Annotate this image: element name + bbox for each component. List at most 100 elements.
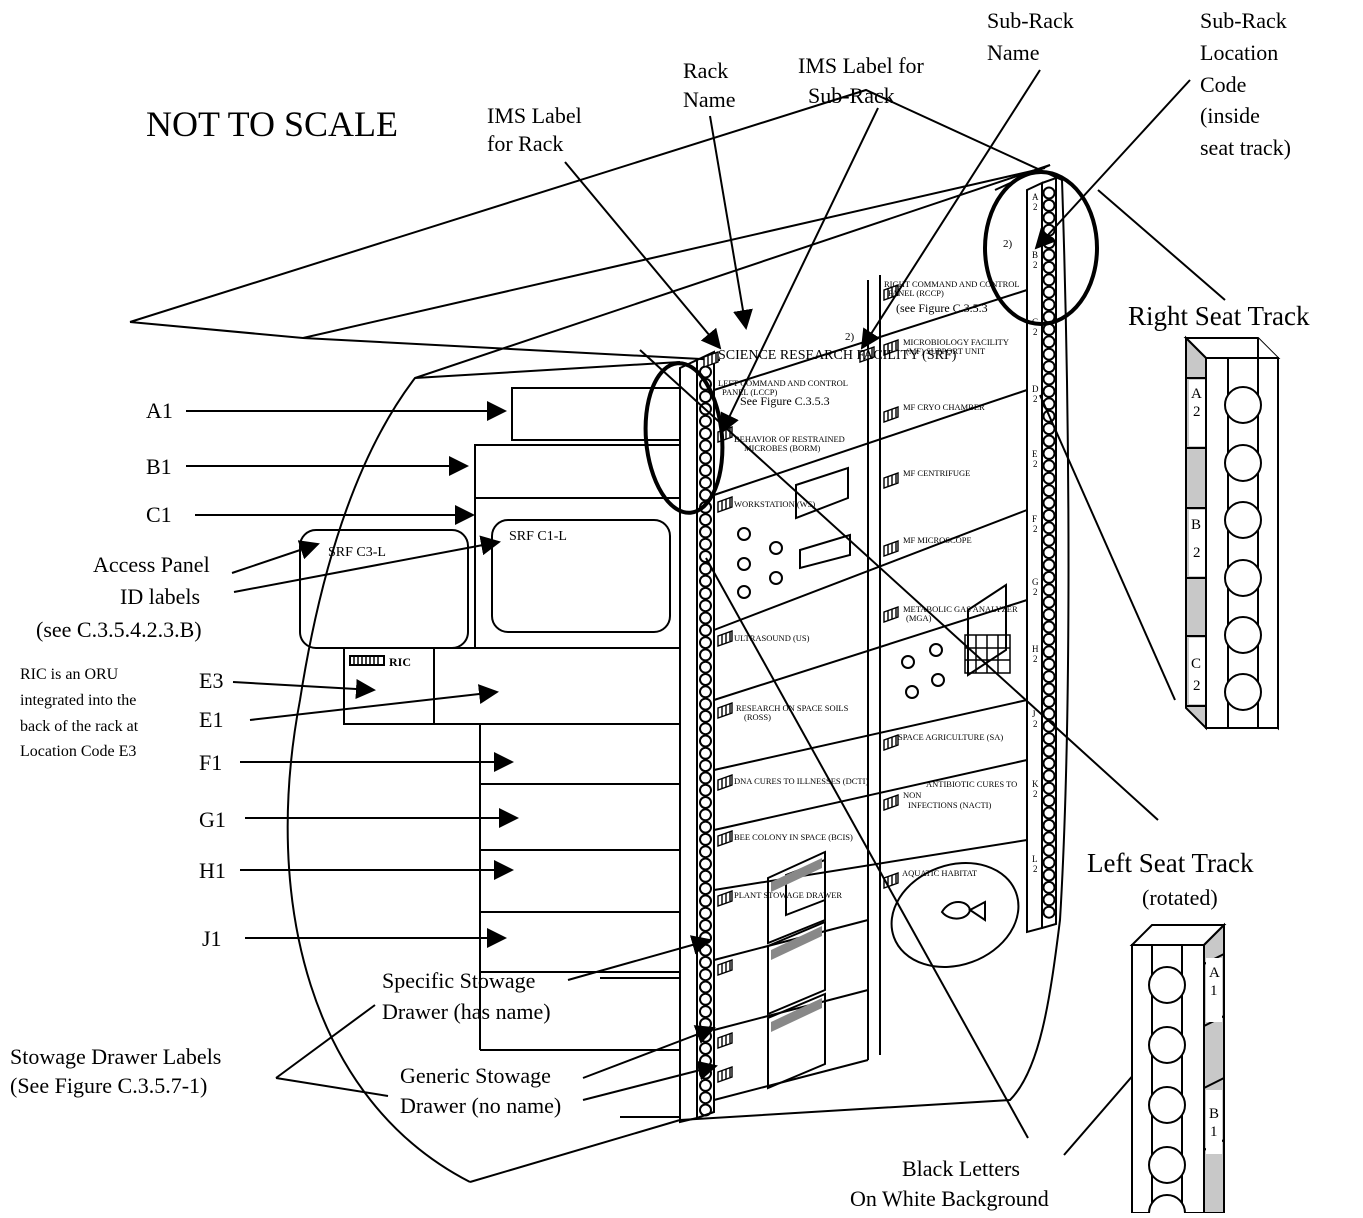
ims-tag bbox=[884, 473, 898, 488]
track-code-letter: A bbox=[1032, 192, 1039, 202]
nacti-line1: ANTIBIOTIC CURES TO bbox=[926, 779, 1017, 789]
track-hole bbox=[700, 1105, 711, 1116]
black-letters-line2: On White Background bbox=[850, 1186, 1049, 1211]
track-hole bbox=[1044, 845, 1055, 856]
rack-left-track bbox=[680, 352, 714, 1122]
track-hole bbox=[700, 625, 711, 636]
track-hole bbox=[700, 465, 711, 476]
track-hole bbox=[700, 576, 711, 587]
track-hole bbox=[700, 613, 711, 624]
right-seat-codes: A 2 B 2 C 2 bbox=[1189, 380, 1205, 704]
track-hole bbox=[700, 588, 711, 599]
track-hole bbox=[1044, 646, 1055, 657]
borm-line2: MICROBES (BORM) bbox=[744, 443, 820, 453]
track-hole bbox=[700, 859, 711, 870]
track-code-letter: D bbox=[1032, 384, 1039, 394]
track-hole bbox=[700, 453, 711, 464]
seat-track-hole bbox=[1225, 445, 1261, 481]
psd-label: PLANT STOWAGE DRAWER bbox=[734, 890, 842, 900]
rack-center-divider bbox=[868, 275, 880, 1060]
track-hole bbox=[1044, 659, 1055, 670]
track-hole bbox=[1044, 200, 1055, 211]
specific-drawer-line1: Specific Stowage bbox=[382, 968, 535, 993]
left-seat-track-title: Left Seat Track bbox=[1087, 848, 1254, 878]
subrack-loc-line1: Sub-Rack bbox=[1200, 8, 1287, 33]
ims-tag bbox=[718, 1033, 732, 1048]
track-code-letter: H bbox=[1032, 644, 1039, 654]
track-code-letter: J bbox=[1032, 709, 1036, 719]
microscope-label: MF MICROSCOPE bbox=[903, 535, 972, 545]
track-code-letter: G bbox=[1032, 577, 1039, 587]
track-code-number: 2 bbox=[1033, 394, 1038, 404]
track-hole bbox=[700, 736, 711, 747]
track-hole bbox=[700, 945, 711, 956]
left-seat-track-subtitle: (rotated) bbox=[1142, 885, 1218, 910]
rst-code-b: B bbox=[1191, 517, 1201, 533]
sa-label: SPACE AGRICULTURE (SA) bbox=[898, 732, 1003, 742]
track-hole bbox=[1044, 857, 1055, 868]
track-code-letter: L bbox=[1032, 854, 1038, 864]
code-g1: G1 bbox=[199, 807, 226, 832]
access-panel-line3: (see C.3.5.4.2.3.B) bbox=[36, 617, 202, 642]
track-hole bbox=[700, 428, 711, 439]
ims-tag bbox=[884, 407, 898, 422]
track-hole bbox=[700, 649, 711, 660]
track-code-number: 2 bbox=[1033, 789, 1038, 799]
code-b1: B1 bbox=[146, 454, 172, 479]
track-hole bbox=[1044, 882, 1055, 893]
track-hole bbox=[700, 526, 711, 537]
box-e1 bbox=[434, 648, 680, 724]
track-code-number: 2 bbox=[1033, 202, 1038, 212]
ric-note-line2: integrated into the bbox=[20, 692, 136, 709]
track-hole bbox=[1044, 535, 1055, 546]
seat-track-hole bbox=[1149, 1147, 1185, 1183]
track-hole bbox=[700, 871, 711, 882]
lccp-line3: See Figure C.3.5.3 bbox=[740, 394, 830, 408]
track-hole bbox=[700, 723, 711, 734]
mga-grid bbox=[965, 635, 1010, 673]
track-hole bbox=[1044, 758, 1055, 769]
dcti-label: DNA CURES TO ILLNESSES (DCTI) bbox=[734, 776, 868, 786]
rack-name-label: SCIENCE RESEARCH FACILITY (SRF) bbox=[718, 348, 957, 363]
code-e1: E1 bbox=[199, 707, 223, 732]
track-hole bbox=[1044, 907, 1055, 918]
track-hole bbox=[1044, 349, 1055, 360]
track-hole bbox=[700, 711, 711, 722]
ims-tag bbox=[718, 1067, 732, 1082]
track-hole bbox=[700, 1043, 711, 1054]
ims-mark-2: 2) bbox=[1003, 238, 1013, 250]
lst-code-b: B bbox=[1209, 1106, 1219, 1122]
track-hole bbox=[700, 982, 711, 993]
lst-code-a-num: 1 bbox=[1210, 983, 1218, 999]
ims-tag bbox=[718, 631, 732, 646]
generic-drawer-line2: Drawer (no name) bbox=[400, 1093, 561, 1118]
track-hole bbox=[1044, 374, 1055, 385]
code-h1: H1 bbox=[199, 858, 226, 883]
track-hole bbox=[1044, 733, 1055, 744]
track-hole bbox=[700, 908, 711, 919]
subrack-loc-line3: Code bbox=[1200, 72, 1246, 97]
access-panel-line1: Access Panel bbox=[93, 552, 210, 577]
ims-tag bbox=[718, 831, 732, 846]
ric-badge: RIC bbox=[350, 655, 411, 669]
track-hole bbox=[700, 699, 711, 710]
track-code-letter: K bbox=[1032, 779, 1039, 789]
rst-code-c: C bbox=[1191, 656, 1201, 672]
nacti-line2: NON bbox=[903, 790, 921, 800]
subrack-loc-line4: (inside bbox=[1200, 103, 1260, 128]
track-hole bbox=[700, 994, 711, 1005]
seat-track-hole bbox=[1149, 1087, 1185, 1123]
track-hole bbox=[1044, 336, 1055, 347]
seat-track-hole bbox=[1225, 617, 1261, 653]
not-to-scale-title: NOT TO SCALE bbox=[146, 104, 398, 144]
ims-tag bbox=[884, 541, 898, 556]
track-hole bbox=[1044, 684, 1055, 695]
track-hole bbox=[700, 514, 711, 525]
ric-note-line3: back of the rack at bbox=[20, 718, 139, 735]
aquatic-label: AQUATIC HABITAT bbox=[902, 868, 978, 878]
track-hole bbox=[1044, 188, 1055, 199]
track-hole bbox=[1044, 808, 1055, 819]
track-hole bbox=[1044, 894, 1055, 905]
track-hole bbox=[700, 760, 711, 771]
